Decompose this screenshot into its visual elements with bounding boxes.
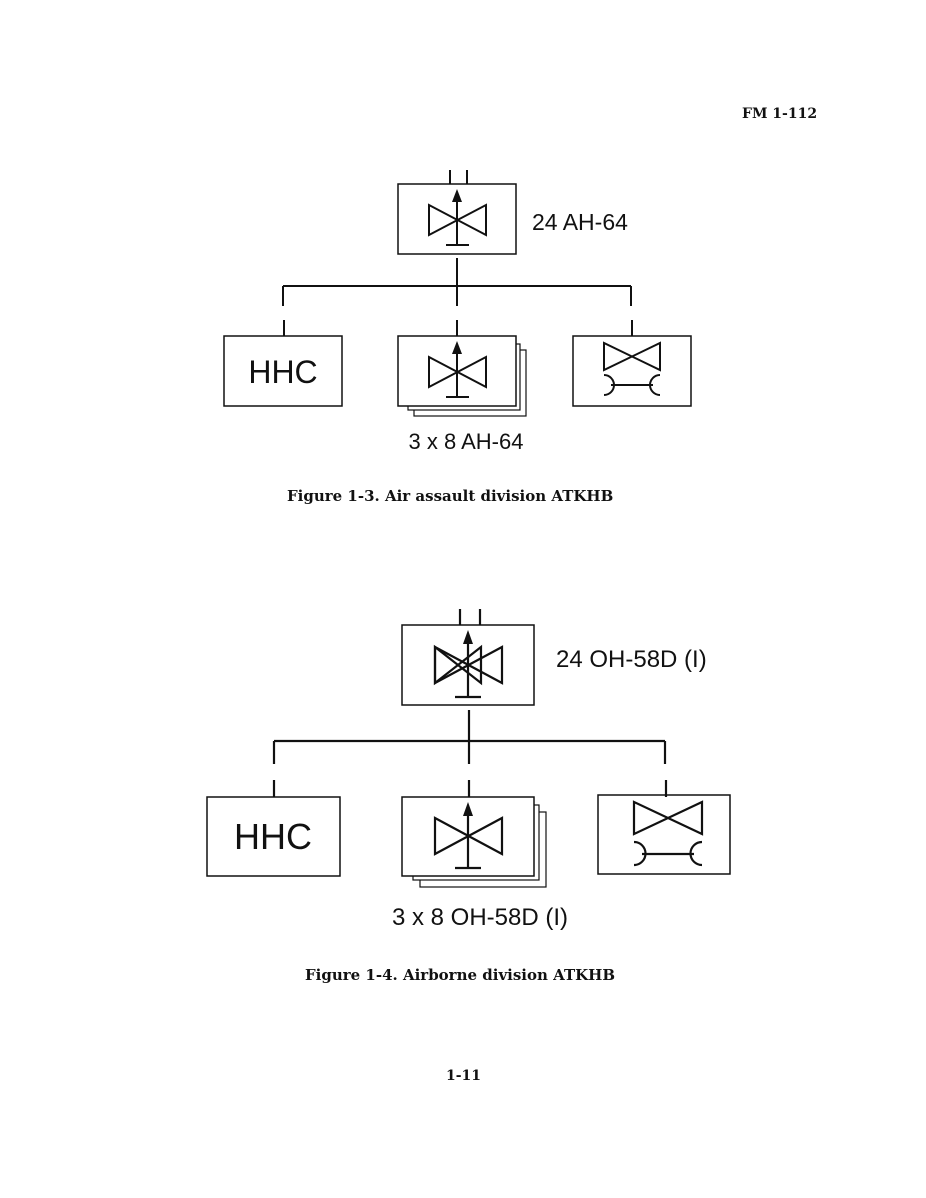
document-id: FM 1-112 <box>742 106 818 122</box>
attack-helicopter-icon <box>428 189 487 246</box>
hhc-label: HHC <box>234 816 312 857</box>
parent-unit-box <box>401 624 535 706</box>
attack-helicopter-icon <box>455 802 481 870</box>
maintenance-unit-box <box>597 794 731 875</box>
attack-helicopter-icon <box>433 630 483 699</box>
figure-1-3-chart <box>223 170 692 417</box>
parent-unit-box <box>397 183 517 255</box>
attack-company-stack <box>401 796 547 888</box>
hhc-unit-box <box>223 335 343 407</box>
hhc-label: HHC <box>248 354 317 390</box>
figure-caption: Figure 1-3. Air assault division ATKHB <box>287 487 614 505</box>
hhc-unit-box <box>206 796 341 877</box>
parent-unit-label: 24 AH-64 <box>532 209 628 235</box>
attack-company-stack <box>397 335 527 417</box>
company-label: 3 x 8 AH-64 <box>409 429 524 454</box>
parent-unit-label: 24 OH-58D (I) <box>556 646 707 673</box>
figure-caption: Figure 1-4. Airborne division ATKHB <box>305 966 616 984</box>
page-number: 1-11 <box>446 1068 482 1084</box>
maintenance-unit-box <box>572 335 692 407</box>
company-label: 3 x 8 OH-58D (I) <box>392 904 568 931</box>
bowtie-shapes <box>433 645 504 856</box>
attack-helicopter-icon <box>428 341 487 398</box>
